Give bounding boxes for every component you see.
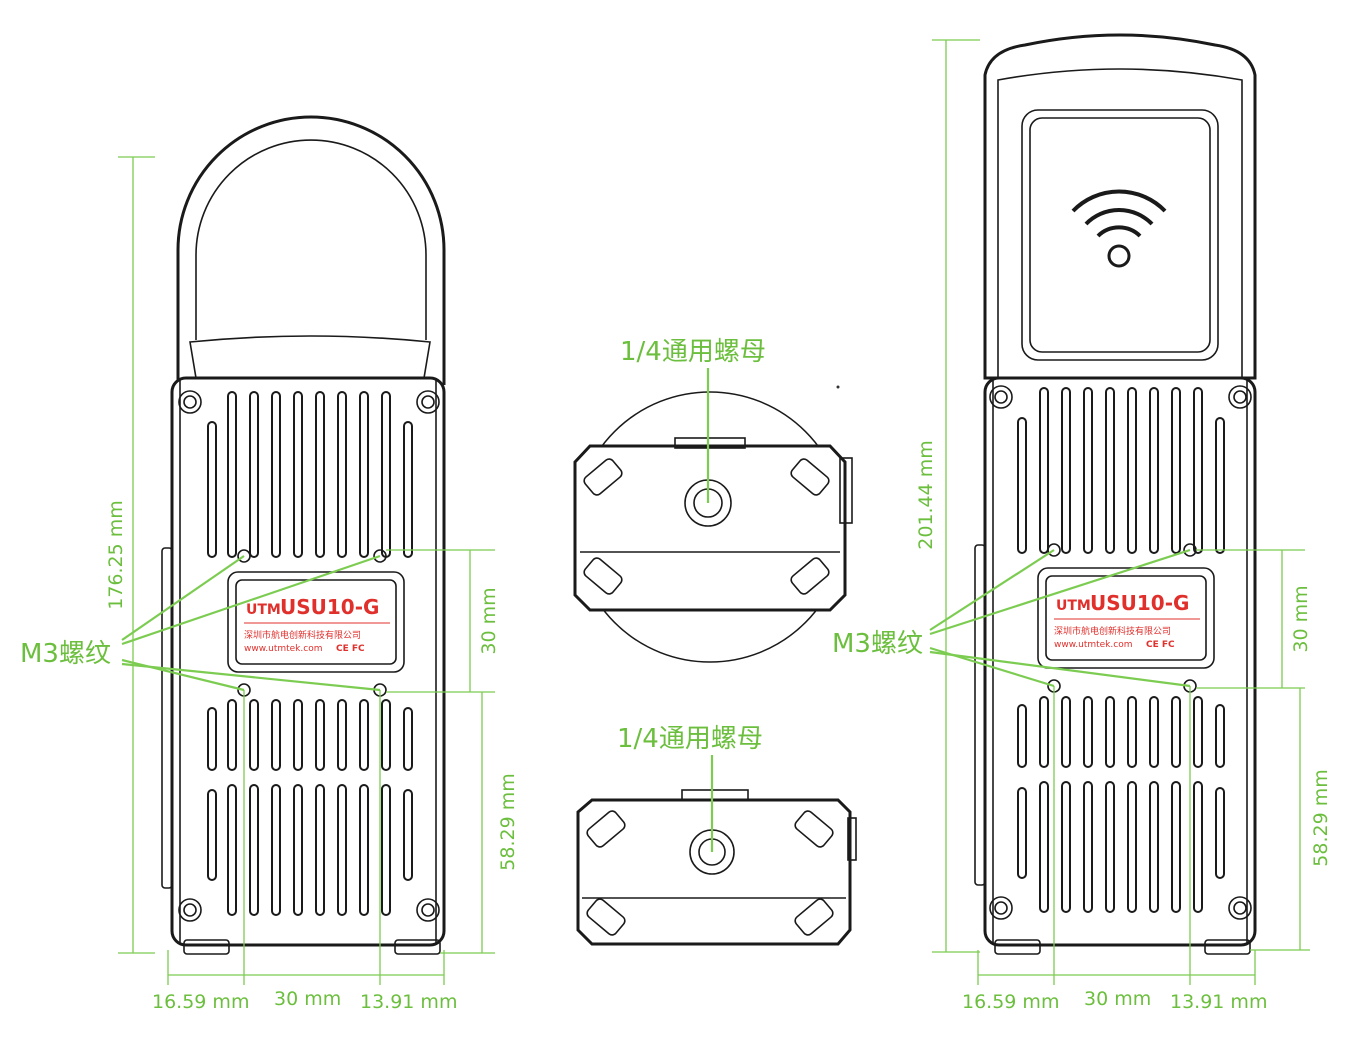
left-device-handle xyxy=(176,115,446,385)
right-height-value: 201.44 mm xyxy=(915,440,937,550)
left-m3-callout: M3螺纹 xyxy=(20,639,111,669)
left-m3-leaders xyxy=(121,554,381,692)
bottom-view-callout: 1/4通用螺母 xyxy=(617,724,763,754)
right-bottom-right-value: 13.91 mm xyxy=(1170,991,1267,1013)
right-device-corner-screws xyxy=(989,385,1252,920)
left-bottom-offset-dimension: 58.29 mm xyxy=(440,692,519,954)
right-device-label: UTM USU10-G 深圳市航电创新科技有限公司 www.utmtek.com… xyxy=(1037,567,1215,669)
left-bottom-left-value: 16.59 mm xyxy=(152,991,249,1013)
left-device-corner-screws xyxy=(178,390,440,922)
left-device-vent-slots xyxy=(207,391,413,916)
right-device: UTM USU10-G 深圳市航电创新科技有限公司 www.utmtek.com… xyxy=(832,33,1332,1013)
left-bottom-right-value: 13.91 mm xyxy=(360,991,457,1013)
wifi-icon xyxy=(1071,189,1167,268)
right-height-dimension: 201.44 mm xyxy=(915,39,980,953)
left-bottom-offset-value: 58.29 mm xyxy=(497,773,519,870)
top-view-body xyxy=(573,444,847,612)
right-marks: CE FC xyxy=(1146,640,1175,650)
right-model: USU10-G xyxy=(1090,591,1189,615)
left-device-handle-inner xyxy=(195,139,427,340)
left-logo: UTM xyxy=(246,602,281,618)
bottom-view: 1/4通用螺母 xyxy=(576,724,857,946)
right-m3-callout: M3螺纹 xyxy=(832,629,923,659)
right-bottom-offset-value: 58.29 mm xyxy=(1310,769,1332,866)
left-device: UTM USU10-G 深圳市航电创新科技有限公司 www.utmtek.com… xyxy=(20,115,519,1013)
right-bottom-middle-value: 30 mm xyxy=(1084,988,1151,1010)
left-screw-spacing-dimension: 30 mm xyxy=(386,549,500,693)
left-marks: CE FC xyxy=(336,644,365,654)
left-bottom-dimensions: 16.59 mm 30 mm 13.91 mm xyxy=(152,690,457,1013)
bottom-view-feet xyxy=(586,810,834,936)
right-m3-leaders xyxy=(929,548,1191,688)
left-device-label: UTM USU10-G 深圳市航电创新科技有限公司 www.utmtek.com… xyxy=(227,571,405,673)
right-device-cap xyxy=(983,33,1257,380)
bottom-view-body xyxy=(576,798,852,946)
right-bottom-dimensions: 16.59 mm 30 mm 13.91 mm xyxy=(962,686,1267,1013)
right-screw-spacing-value: 30 mm xyxy=(1290,585,1312,652)
top-view-feet xyxy=(583,458,830,595)
right-logo: UTM xyxy=(1056,598,1091,614)
left-model: USU10-G xyxy=(280,595,379,619)
left-screw-spacing-value: 30 mm xyxy=(478,587,500,654)
left-bottom-middle-value: 30 mm xyxy=(274,988,341,1010)
top-view-callout: 1/4通用螺母 xyxy=(620,337,766,367)
left-url: www.utmtek.com xyxy=(244,644,322,654)
right-device-vent-slots xyxy=(1017,387,1225,913)
right-company: 深圳市航电创新科技有限公司 xyxy=(1054,625,1171,637)
right-bottom-offset-dimension: 58.29 mm xyxy=(1250,688,1332,951)
right-bottom-left-value: 16.59 mm xyxy=(962,991,1059,1013)
left-height-dimension: 176.25 mm xyxy=(105,156,155,954)
right-screw-spacing-dimension: 30 mm xyxy=(1196,549,1312,689)
right-device-antenna-panel xyxy=(1021,109,1219,361)
left-height-value: 176.25 mm xyxy=(105,500,127,610)
top-view: 1/4通用螺母 xyxy=(573,337,853,663)
right-url: www.utmtek.com xyxy=(1054,640,1132,650)
left-company: 深圳市航电创新科技有限公司 xyxy=(244,629,361,641)
